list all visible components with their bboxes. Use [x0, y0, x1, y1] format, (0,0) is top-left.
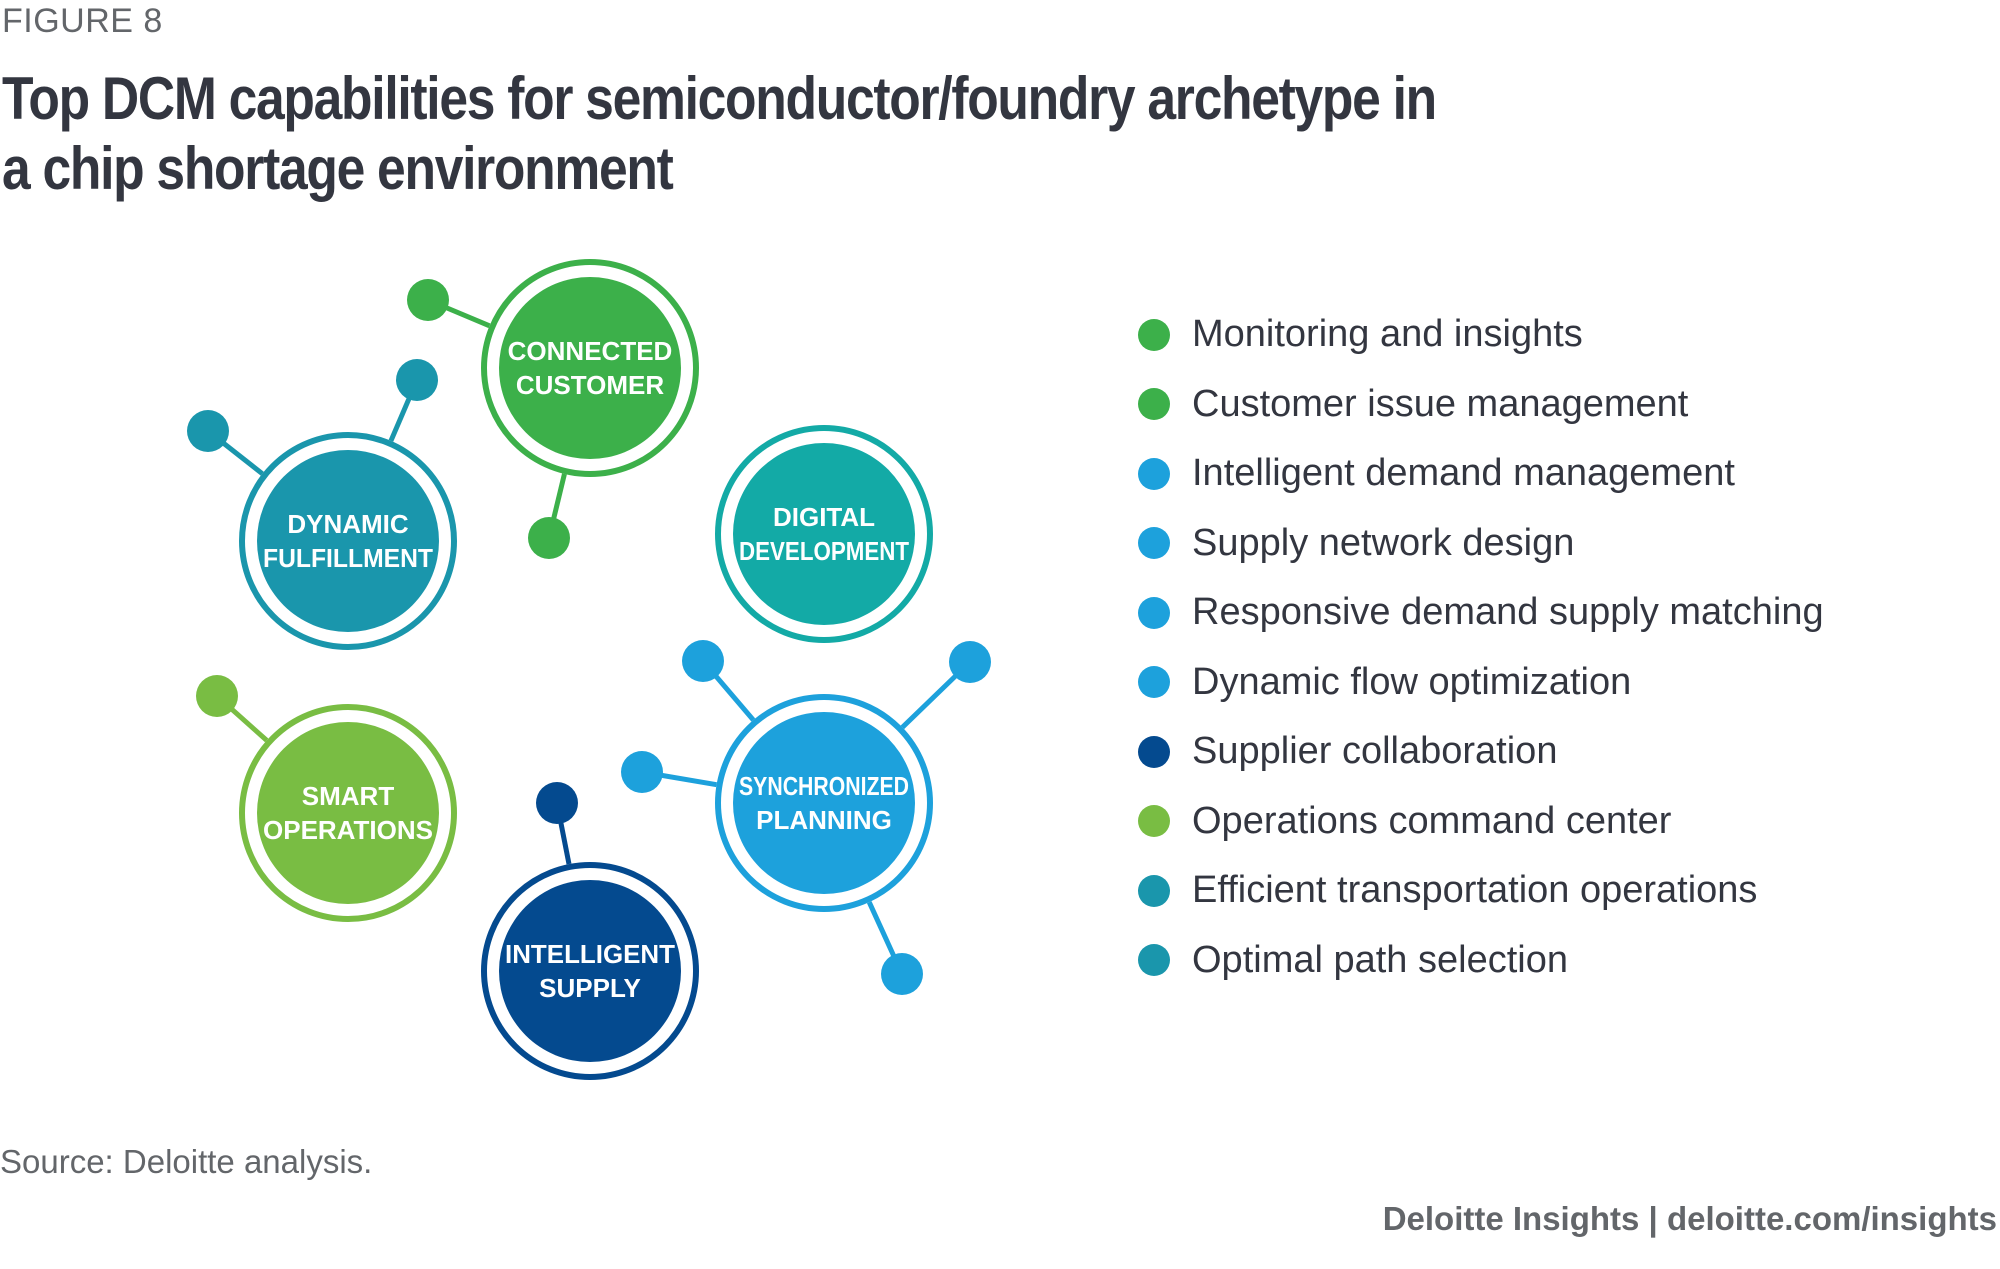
legend-item: Efficient transportation operations: [1138, 856, 1824, 926]
synchronized-planning-core: [733, 712, 915, 894]
legend-label: Dynamic flow optimization: [1192, 660, 1632, 703]
satellite-dot: [528, 517, 570, 559]
legend-label: Intelligent demand management: [1192, 452, 1735, 495]
legend-label: Monitoring and insights: [1192, 313, 1583, 356]
legend-label: Customer issue management: [1192, 382, 1689, 425]
dynamic-fulfillment-core: [257, 450, 439, 632]
connected-customer-label: CUSTOMER: [516, 370, 665, 400]
legend-dot-icon: [1138, 735, 1170, 768]
legend-dot-icon: [1138, 805, 1170, 838]
satellite-dot: [407, 279, 449, 321]
legend-dot-icon: [1138, 944, 1170, 977]
intelligent-supply-label: SUPPLY: [539, 973, 641, 1003]
smart-operations-core: [257, 722, 439, 904]
legend-item: Operations command center: [1138, 787, 1824, 857]
publisher-credit: Deloitte Insights | deloitte.com/insight…: [1382, 1200, 1997, 1237]
figure-label: FIGURE 8: [2, 2, 163, 40]
capability-legend: Monitoring and insights Customer issue m…: [1138, 300, 1824, 995]
digital-development-core: [733, 443, 915, 625]
legend-label: Responsive demand supply matching: [1192, 591, 1824, 634]
digital-development-label: DIGITAL: [773, 502, 875, 532]
dynamic-fulfillment-label: DYNAMIC: [287, 509, 409, 539]
legend-label: Efficient transportation operations: [1192, 869, 1758, 912]
smart-operations-label: OPERATIONS: [263, 815, 433, 845]
legend-dot-icon: [1138, 527, 1170, 560]
intelligent-supply-label: INTELLIGENT: [505, 939, 675, 969]
connected-customer-core: [499, 277, 681, 459]
dynamic-fulfillment-label: FULFILLMENT: [263, 543, 433, 573]
synchronized-planning-label: SYNCHRONIZED: [739, 771, 909, 801]
legend-label: Operations command center: [1192, 799, 1672, 842]
satellite-dot: [621, 751, 663, 793]
legend-item: Optimal path selection: [1138, 926, 1824, 996]
digital-development-label: DEVELOPMENT: [739, 536, 909, 566]
legend-dot-icon: [1138, 666, 1170, 699]
legend-dot-icon: [1138, 318, 1170, 351]
satellite-dot: [196, 675, 238, 717]
satellite-dot: [396, 359, 438, 401]
legend-item: Supply network design: [1138, 509, 1824, 579]
legend-item: Supplier collaboration: [1138, 717, 1824, 787]
legend-dot-icon: [1138, 388, 1170, 421]
intelligent-supply-core: [499, 880, 681, 1062]
smart-operations-label: SMART: [302, 781, 395, 811]
figure-title: Top DCM capabilities for semiconductor/f…: [2, 65, 1437, 202]
satellite-dot: [682, 640, 724, 682]
legend-item: Responsive demand supply matching: [1138, 578, 1824, 648]
legend-dot-icon: [1138, 874, 1170, 907]
legend-dot-icon: [1138, 457, 1170, 490]
legend-item: Monitoring and insights: [1138, 300, 1824, 370]
satellite-dot: [881, 953, 923, 995]
satellite-dot: [536, 782, 578, 824]
legend-item: Customer issue management: [1138, 370, 1824, 440]
connected-customer-label: CONNECTED: [508, 336, 673, 366]
satellite-dot: [949, 641, 991, 683]
synchronized-planning-label: PLANNING: [756, 805, 892, 835]
legend-label: Supplier collaboration: [1192, 730, 1558, 773]
legend-label: Supply network design: [1192, 521, 1575, 564]
satellite-dot: [187, 410, 229, 452]
legend-dot-icon: [1138, 596, 1170, 629]
legend-item: Intelligent demand management: [1138, 439, 1824, 509]
legend-item: Dynamic flow optimization: [1138, 648, 1824, 718]
legend-label: Optimal path selection: [1192, 938, 1568, 981]
source-note: Source: Deloitte analysis.: [0, 1143, 373, 1180]
